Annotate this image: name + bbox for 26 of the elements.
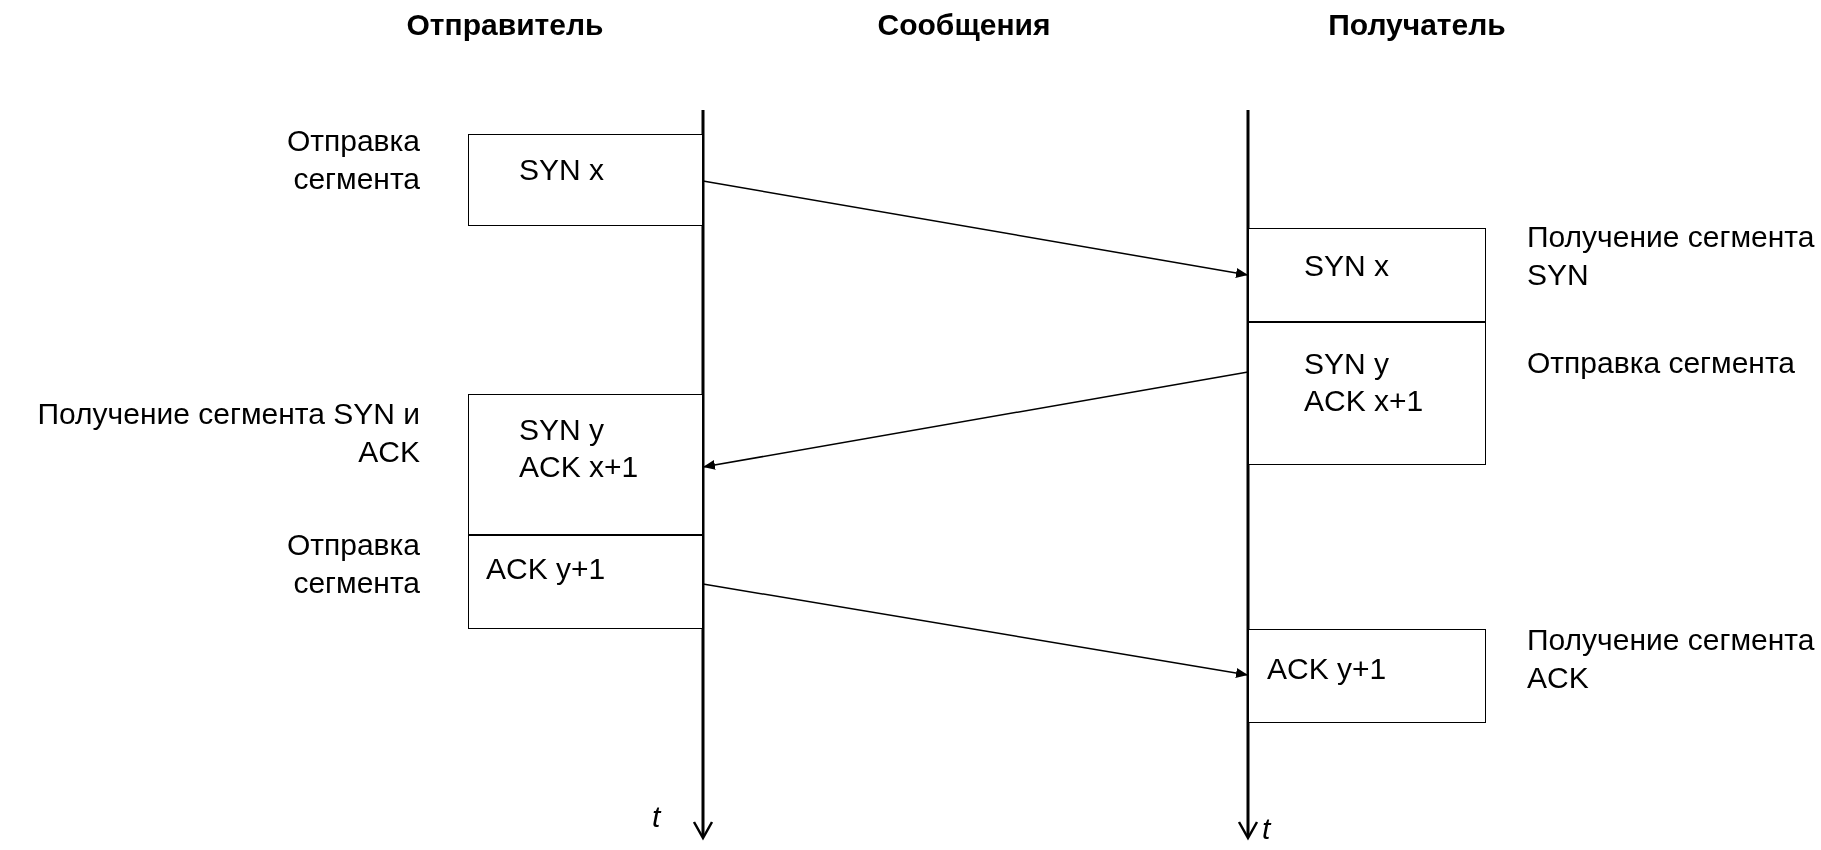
event-caption: Получение сегмента SYN: [1527, 219, 1816, 293]
segment-text: ACK y+1: [486, 551, 607, 587]
message-box: [1248, 322, 1486, 465]
event-caption: Отправка сегмента: [285, 123, 420, 197]
time-label: t: [652, 800, 661, 834]
time-label: t: [1262, 812, 1271, 846]
message-box: [468, 535, 703, 629]
segment-text: SYN y ACK x+1: [1304, 346, 1425, 419]
column-header: Сообщения: [877, 8, 1051, 42]
event-caption: Отправка сегмента: [1527, 345, 1797, 381]
column-header: Отправитель: [406, 8, 604, 42]
message-box: [468, 134, 703, 226]
segment-text: SYN y ACK x+1: [519, 412, 640, 485]
message-box: [1248, 228, 1486, 322]
segment-text: SYN x: [1304, 248, 1391, 284]
arrow: [702, 180, 1249, 278]
column-header: Получатель: [1328, 8, 1506, 42]
event-caption: Получение сегмента ACK: [1527, 622, 1816, 696]
event-caption: Получение сегмента SYN и ACK: [36, 396, 420, 470]
segment-text: SYN x: [519, 152, 606, 188]
arrow: [702, 371, 1249, 470]
segment-text: ACK y+1: [1267, 651, 1388, 687]
message-box: [1248, 629, 1486, 723]
event-caption: Отправка сегмента: [285, 527, 420, 601]
arrow: [702, 583, 1249, 678]
message-box: [468, 394, 703, 535]
